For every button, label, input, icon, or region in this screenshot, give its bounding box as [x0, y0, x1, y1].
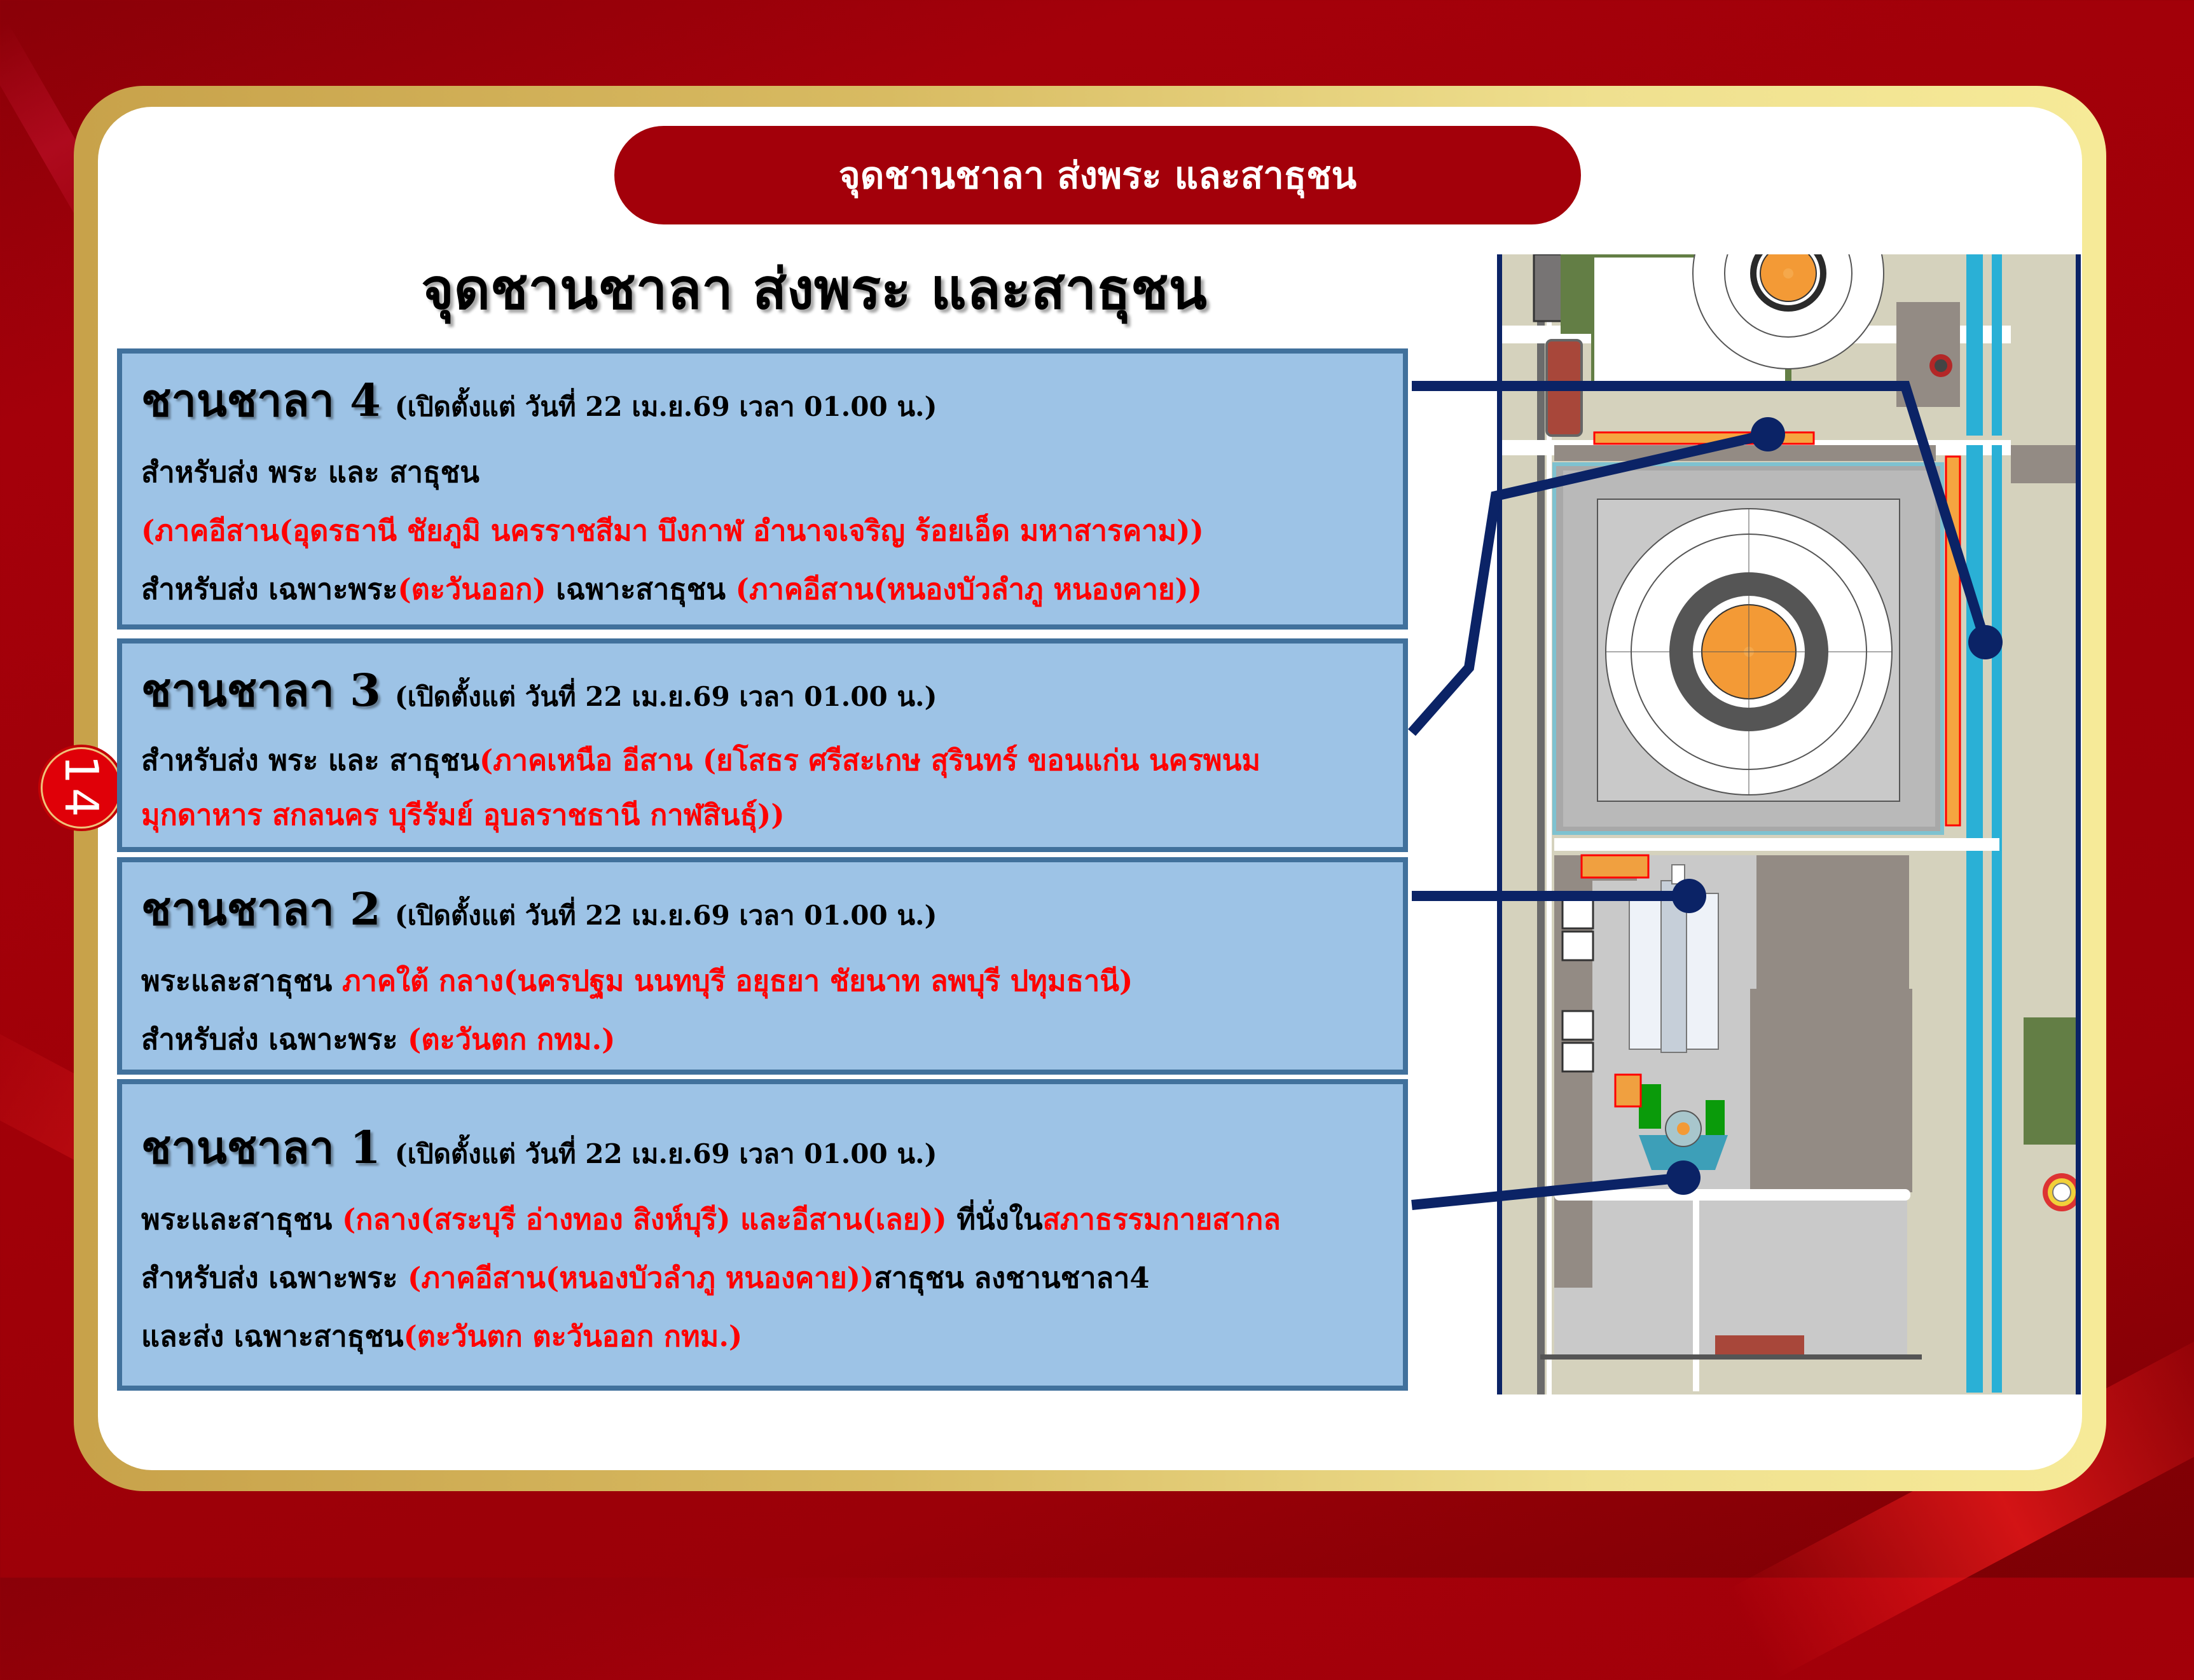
line-text-highlight: (ภาคอีสาน(หนองบัวลำภู หนองคาย))	[735, 572, 1202, 606]
platform-opening: (เปิดตั้งแต่ วันที่ 22 เม.ย.69 เวลา 01.0…	[394, 1138, 937, 1169]
line-text-highlight: (กลาง(สระบุรี อ่างทอง สิงห์บุรี) และอีสา…	[342, 1202, 947, 1236]
platform-title: ชานชาลา 2	[141, 883, 381, 935]
platform-opening: (เปิดตั้งแต่ วันที่ 22 เม.ย.69 เวลา 01.0…	[394, 681, 937, 712]
platform-title: ชานชาลา 3	[141, 664, 381, 717]
line-text-highlight: (ตะวันออก)	[397, 572, 546, 606]
line-text-highlight: (ภาคอีสาน(อุดรธานี ชัยภูมิ นครราชสีมา บึ…	[141, 514, 1204, 547]
line-text-highlight: (ภาคอีสาน(หนองบัวลำภู หนองคาย))	[408, 1261, 874, 1295]
platform-line: สำหรับส่ง พระ และ สาธุชน(ภาคเหนือ อีสาน …	[141, 733, 1394, 788]
platform-line: และส่ง เฉพาะสาธุชน(ตะวันตก ตะวันออก กทม.…	[141, 1307, 1394, 1366]
platform-2-box: ชานชาลา 2 (เปิดตั้งแต่ วันที่ 22 เม.ย.69…	[117, 857, 1408, 1075]
platform-line: (ภาคอีสาน(อุดรธานี ชัยภูมิ นครราชสีมา บึ…	[141, 502, 1394, 560]
header-pill: จุดชานชาลา ส่งพระ และสาธุชน	[614, 126, 1581, 224]
line-text: สาธุชน ลงชานชาลา4	[874, 1261, 1150, 1295]
line-text: สำหรับส่ง พระ และ สาธุชน	[141, 743, 480, 777]
site-map	[1497, 254, 2081, 1394]
page-number: 14	[55, 755, 108, 821]
line-text: สำหรับส่ง พระ และ สาธุชน	[141, 455, 480, 489]
line-text: และส่ง เฉพาะสาธุชน	[141, 1319, 404, 1353]
platform-title: ชานชาลา 1	[141, 1121, 381, 1174]
platform-line: สำหรับส่ง เฉพาะพระ(ตะวันออก) เฉพาะสาธุชน…	[141, 560, 1394, 619]
line-text-highlight: (ภาคเหนือ อีสาน (ยโสธร ศรีสะเกษ สุรินทร์…	[479, 743, 1261, 777]
line-text: สำหรับส่ง เฉพาะพระ	[141, 1261, 408, 1295]
line-text: สำหรับส่ง เฉพาะพระ	[141, 1022, 408, 1056]
platform-title: ชานชาลา 4	[141, 374, 381, 427]
line-text: เฉพาะสาธุชน	[546, 572, 736, 606]
platform-opening: (เปิดตั้งแต่ วันที่ 22 เม.ย.69 เวลา 01.0…	[394, 900, 937, 931]
line-text: ที่นั่งใน	[946, 1202, 1043, 1236]
site-map-drawing	[1502, 254, 2076, 1394]
line-text: สำหรับส่ง เฉพาะพระ	[141, 572, 398, 606]
platform-opening: (เปิดตั้งแต่ วันที่ 22 เม.ย.69 เวลา 01.0…	[394, 391, 937, 422]
line-text-highlight: สภาธรรมกายสากล	[1042, 1202, 1281, 1236]
platform-line: พระและสาธุชน (กลาง(สระบุรี อ่างทอง สิงห์…	[141, 1190, 1394, 1249]
page-title: จุดชานชาลา ส่งพระ และสาธุชน	[421, 256, 1207, 322]
header-pill-title: จุดชานชาลา ส่งพระ และสาธุชน	[838, 154, 1357, 197]
line-text-highlight: (ตะวันตก ตะวันออก กทม.)	[403, 1319, 743, 1353]
platform-1-box: ชานชาลา 1 (เปิดตั้งแต่ วันที่ 22 เม.ย.69…	[117, 1079, 1408, 1391]
line-text: พระและสาธุชน	[141, 1202, 342, 1236]
line-text-highlight: ภาคใต้ กลาง(นครปฐม นนทบุรี อยุธยา ชัยนาท…	[342, 964, 1133, 998]
platform-3-box: ชานชาลา 3 (เปิดตั้งแต่ วันที่ 22 เม.ย.69…	[117, 638, 1408, 852]
line-text: พระและสาธุชน	[141, 964, 342, 998]
platform-line: สำหรับส่ง พระ และ สาธุชน	[141, 443, 1394, 502]
platform-line: สำหรับส่ง เฉพาะพระ (ตะวันตก กทม.)	[141, 1010, 1394, 1069]
platform-line: มุกดาหาร สกลนคร บุรีรัมย์ อุบลราชธานี กา…	[141, 788, 1394, 843]
page-number-badge: 14	[41, 747, 122, 829]
platform-line: พระและสาธุชน ภาคใต้ กลาง(นครปฐม นนทบุรี …	[141, 952, 1394, 1010]
line-text-highlight: (ตะวันตก กทม.)	[408, 1022, 616, 1056]
platform-4-box: ชานชาลา 4 (เปิดตั้งแต่ วันที่ 22 เม.ย.69…	[117, 348, 1408, 630]
line-text-highlight: มุกดาหาร สกลนคร บุรีรัมย์ อุบลราชธานี กา…	[141, 798, 785, 832]
platform-line: สำหรับส่ง เฉพาะพระ (ภาคอีสาน(หนองบัวลำภู…	[141, 1249, 1394, 1307]
